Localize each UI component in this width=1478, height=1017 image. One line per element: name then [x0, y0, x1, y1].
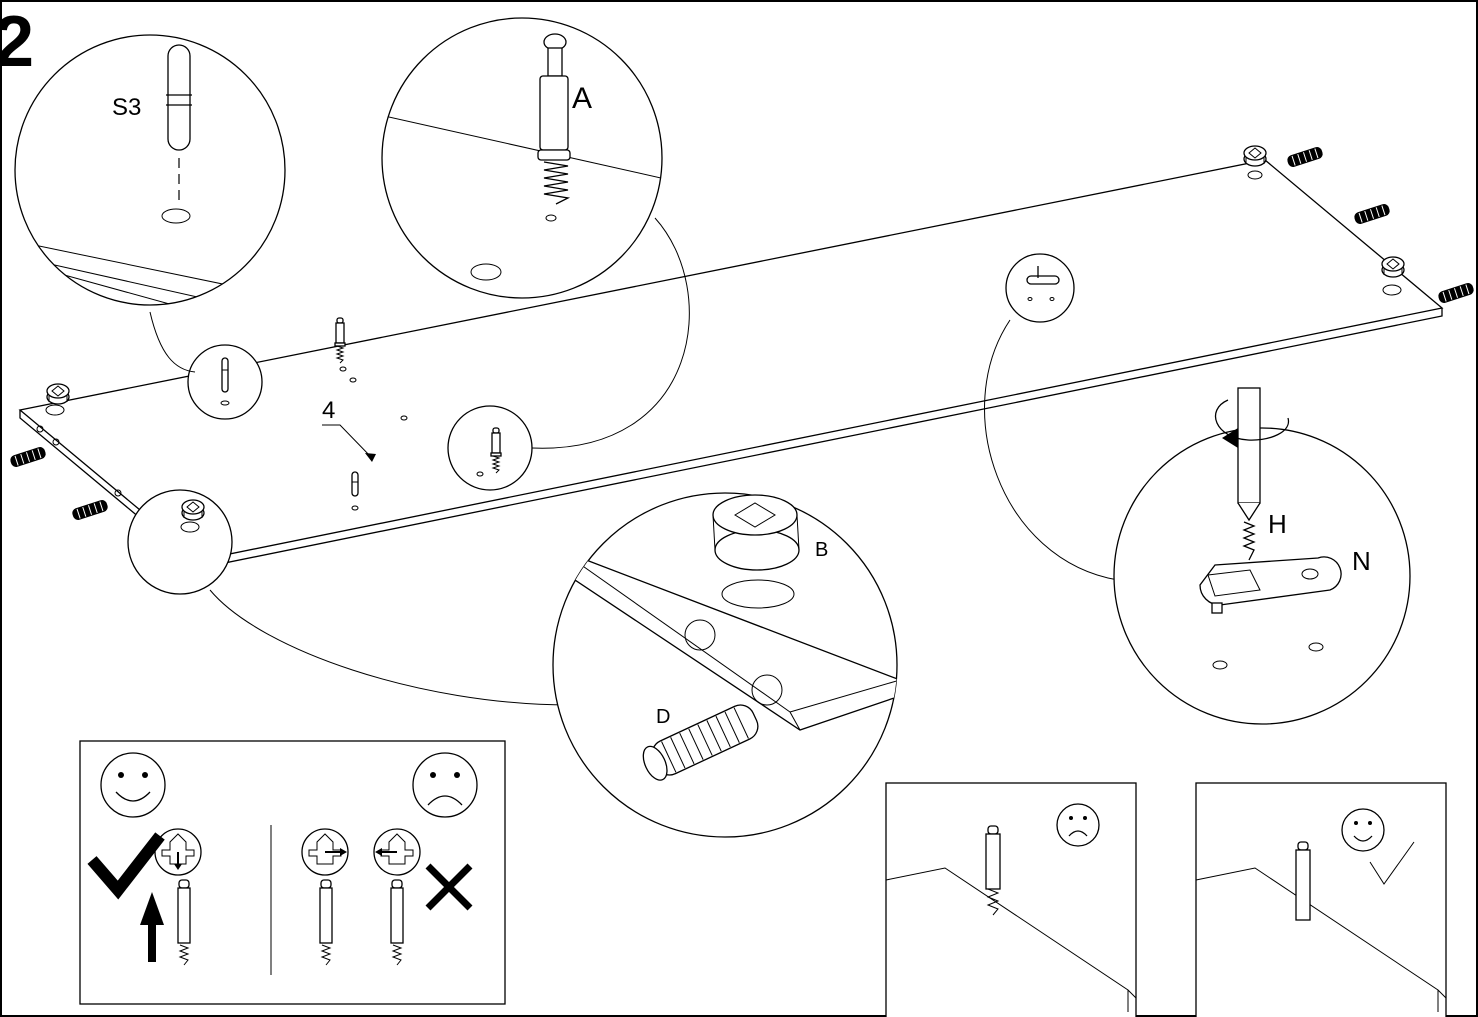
- detail-circle-small-bd: [127, 489, 233, 595]
- screwdriver: [1237, 387, 1261, 522]
- cross-icon: [425, 863, 473, 911]
- rotate-arrow-icon: [1214, 399, 1289, 448]
- wood-dowel-d: [1436, 281, 1476, 305]
- detail-circle-hn: [1113, 427, 1411, 725]
- wood-dowel-d: [70, 498, 110, 522]
- step-number: 2: [0, 2, 34, 82]
- cam-bolt-correct: [177, 879, 191, 966]
- part-label-s3: S3: [112, 94, 141, 121]
- orientation-guide-box: [79, 740, 506, 1005]
- detail-circle-small-hn: [1005, 253, 1075, 323]
- quantity-label: 4: [322, 397, 335, 424]
- cam-lock-correct: [154, 828, 202, 876]
- checkmark-icon: [1369, 841, 1415, 885]
- detail-circle-small-s3: [187, 344, 263, 420]
- wood-dowel-d: [1352, 202, 1392, 226]
- part-label-h: H: [1268, 509, 1287, 539]
- checkmark-icon: [87, 832, 165, 900]
- bolt-depth-correct-box: [1195, 782, 1447, 1017]
- wood-dowel-d: [1285, 145, 1325, 169]
- cam-lock-wrong-left: [373, 828, 421, 876]
- part-label-d: D: [656, 706, 670, 728]
- cam-bolt-wrong: [319, 879, 333, 966]
- cam-lock-b: [1381, 256, 1405, 278]
- detail-circle-a: A: [381, 17, 663, 299]
- cam-lock-wrong-right: [301, 828, 349, 876]
- detail-circle-s3: S3: [14, 34, 286, 306]
- bolt-depth-wrong-box: [885, 782, 1137, 1017]
- detail-circle-small-a: [447, 405, 533, 491]
- happy-face-icon: [100, 752, 166, 818]
- cam-lock-b: [1243, 145, 1267, 167]
- shelf-peg-s3: [351, 471, 359, 497]
- cam-lock-b: [46, 383, 70, 405]
- part-label-b: B: [815, 539, 828, 561]
- part-label-n: N: [1352, 546, 1371, 576]
- part-label-a: A: [572, 82, 592, 115]
- sad-face-icon: [1056, 803, 1100, 847]
- cam-bolt-wrong: [390, 879, 404, 966]
- wood-dowel-d: [8, 445, 48, 469]
- arrow-up-icon: [140, 892, 164, 962]
- sad-face-icon: [412, 752, 478, 818]
- detail-circle-bd: B D: [552, 492, 898, 838]
- happy-face-icon: [1341, 808, 1385, 852]
